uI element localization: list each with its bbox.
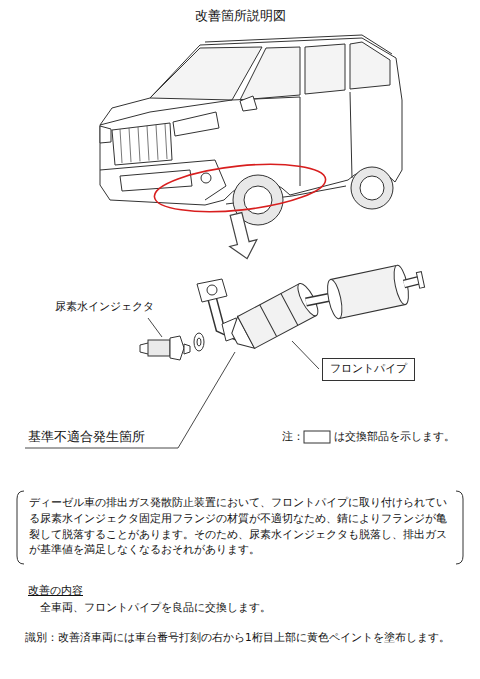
headlight [173, 112, 219, 136]
injector-tip [184, 344, 190, 354]
roof-rail [205, 35, 392, 54]
lower-grille [120, 170, 192, 191]
label: 全車両、フロントパイプを良品に交換します。 [40, 601, 271, 615]
grille-slat [129, 128, 131, 162]
grille [112, 123, 172, 165]
leader-line [292, 341, 319, 369]
mirror [240, 96, 257, 111]
label: 基準不適合発生箇所 [28, 429, 145, 445]
gasket [194, 333, 204, 351]
outlet-flange [416, 272, 424, 289]
label: は交換部品を示します。 [334, 430, 455, 444]
node-text: ディーゼル車の排出ガス発散防止装置において、フロントパイプに取り付けられている尿… [29, 495, 451, 558]
side-window [240, 47, 300, 100]
highlight-ellipse [152, 157, 328, 219]
label: 尿素水インジェクタ [55, 300, 154, 314]
urea-injector [140, 333, 204, 360]
fog-light [201, 173, 211, 183]
right-bracket [456, 491, 463, 564]
injector-body [148, 340, 170, 356]
note-swatch-box [304, 431, 330, 443]
rear-rim [360, 176, 384, 200]
grille-slats [120, 124, 167, 163]
leader-line [25, 352, 235, 448]
label: 識別：改善済車両には車台番号打刻の右から1桁目上部に黄色ペイントを塗布します。 [25, 631, 450, 645]
part-box: フロントパイプ [322, 358, 415, 381]
grille-slat [138, 127, 140, 161]
gasket-hole [197, 338, 201, 346]
rear-wheel [351, 167, 393, 209]
pointer-arrow [222, 211, 260, 262]
exhaust-assembly [197, 264, 425, 354]
connector-plug [140, 343, 148, 354]
label: 注： [282, 430, 304, 444]
muffler-end [325, 278, 345, 320]
grille-slat [165, 124, 167, 159]
catalytic-converter [226, 281, 321, 355]
leader-line [148, 318, 162, 337]
left-bracket [17, 491, 24, 564]
door-line [350, 92, 352, 178]
bracketed-note: ディーゼル車の排出ガス発散防止装置において、フロントパイプに取り付けられている尿… [15, 490, 465, 565]
side-window [305, 44, 345, 94]
headlight [100, 126, 111, 143]
title: 改善箇所説明図 [195, 8, 286, 25]
grille-slat [120, 129, 122, 163]
flange [197, 279, 227, 302]
label: 改善の内容 [28, 584, 83, 598]
injector-nut [170, 336, 184, 360]
converter-band [260, 294, 298, 337]
suv-illustration [100, 35, 402, 225]
node-text: フロントパイプ [330, 362, 407, 376]
flange-hole [207, 285, 217, 295]
muffler [325, 264, 412, 320]
grille-slat [156, 125, 158, 160]
grille-slat [147, 126, 149, 161]
pointer-arrow [222, 211, 260, 262]
bumper [100, 160, 226, 200]
door-line [300, 97, 301, 186]
